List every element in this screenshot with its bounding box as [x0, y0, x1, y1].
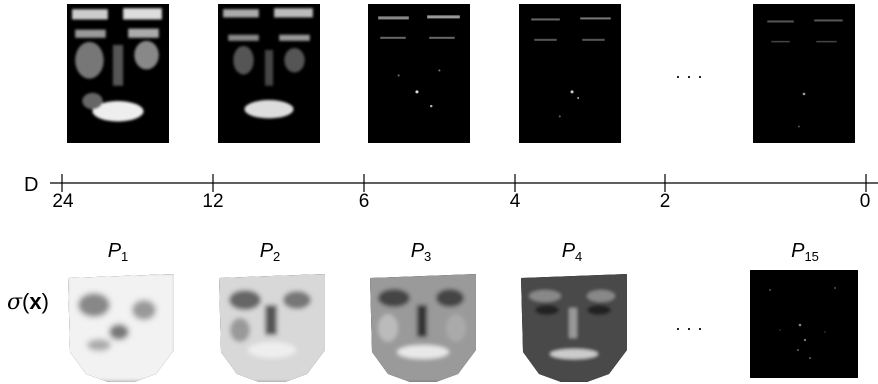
panel-label-p3: P3	[410, 240, 432, 264]
panel-label-p4: P4	[561, 240, 583, 264]
sigma-face-image-p3	[366, 270, 480, 384]
axis-label-d: D	[24, 174, 39, 196]
panel-label-p1: P1	[107, 240, 129, 264]
row-label-sigma-x: σ(x)	[7, 289, 49, 315]
top-face-image-4	[519, 4, 621, 143]
tick-label-4: 4	[509, 191, 521, 212]
sigma-face-image-p4	[517, 270, 631, 384]
sigma-open-paren: (	[22, 289, 30, 314]
tick-label-2: 2	[659, 191, 671, 212]
top-ellipsis: ···	[675, 66, 708, 86]
tick-label-24: 24	[52, 191, 74, 212]
tick-label-12: 12	[202, 191, 224, 212]
bottom-ellipsis: ···	[675, 318, 708, 338]
sigma-variable: x	[29, 289, 42, 314]
tick-label-0: 0	[859, 191, 871, 212]
top-face-image-15	[753, 4, 855, 143]
sigma-face-image-p15	[750, 270, 858, 378]
sigma-symbol: σ	[7, 290, 23, 315]
tick-label-6: 6	[358, 191, 370, 212]
top-face-image-3	[368, 4, 470, 143]
top-face-image-1	[67, 4, 169, 143]
panel-label-p2: P2	[259, 240, 281, 264]
sigma-face-image-p2	[215, 270, 329, 384]
top-face-image-2	[218, 4, 320, 143]
sigma-close-paren: )	[41, 289, 49, 314]
sigma-face-image-p1	[64, 270, 178, 384]
panel-label-p15: P15	[791, 240, 819, 264]
